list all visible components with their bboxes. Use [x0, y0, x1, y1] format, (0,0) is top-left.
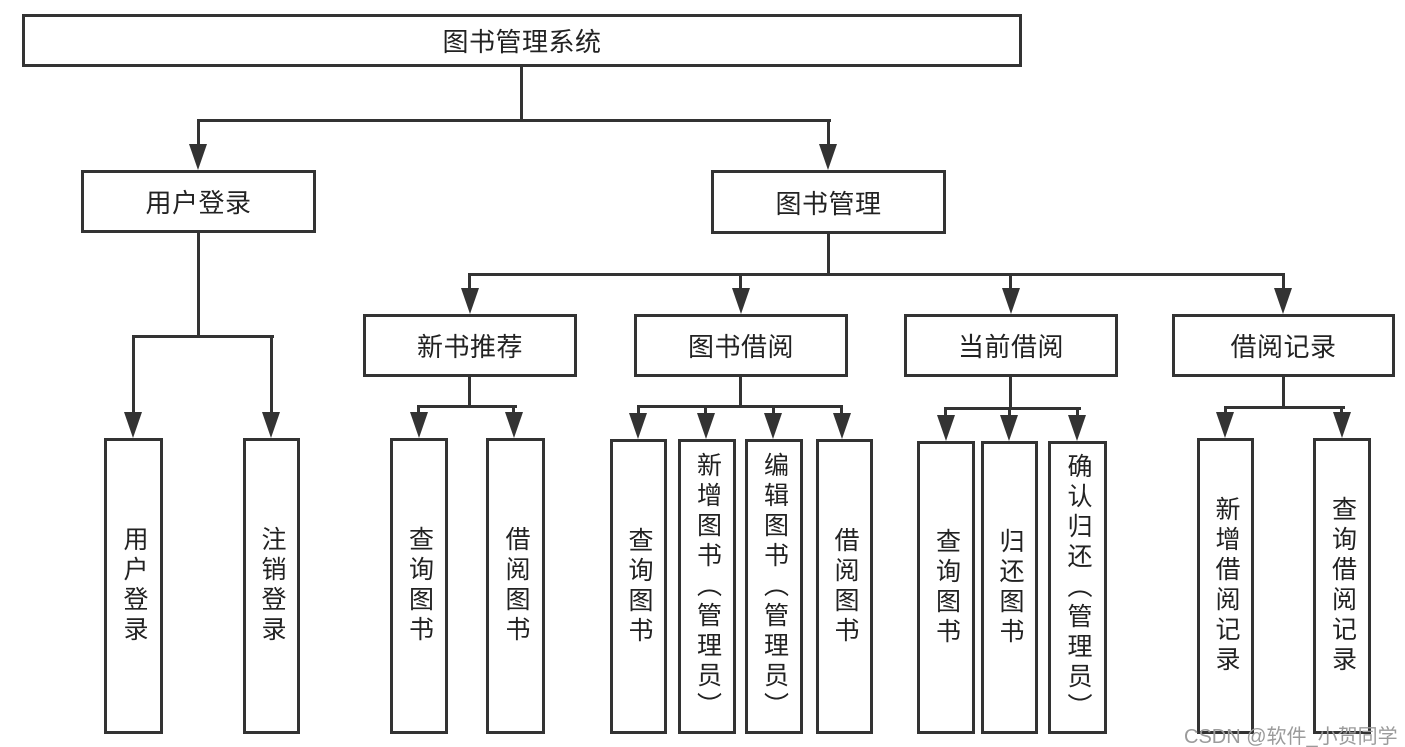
- arrowhead-down-icon: [1333, 412, 1351, 438]
- connector-line: [944, 407, 947, 417]
- leaf-user-login: 用户登录: [104, 438, 163, 734]
- connector-line: [1282, 273, 1285, 290]
- connector-line: [132, 335, 274, 338]
- connector-line: [468, 273, 1285, 276]
- connector-line: [468, 377, 471, 406]
- leaf-add-borrow-record: 新增借阅记录: [1197, 438, 1254, 734]
- connector-line: [1224, 406, 1227, 414]
- connector-line: [417, 405, 517, 408]
- connector-line: [827, 234, 830, 274]
- connector-line: [944, 407, 1081, 410]
- node-label: 借阅图书: [502, 526, 530, 646]
- node-label: 归还图书: [996, 527, 1024, 648]
- arrowhead-down-icon: [461, 288, 479, 314]
- arrowhead-down-icon: [629, 413, 647, 439]
- node-label: 查询图书: [405, 526, 434, 646]
- arrowhead-down-icon: [1068, 415, 1086, 441]
- node-label: 用户登录: [120, 526, 148, 646]
- node-user-login: 用户登录: [81, 170, 316, 233]
- arrowhead-down-icon: [1000, 415, 1018, 441]
- node-new-book-recommend: 新书推荐: [363, 314, 577, 377]
- arrowhead-down-icon: [1216, 412, 1234, 438]
- connector-line: [840, 405, 843, 414]
- leaf-logout: 注销登录: [243, 438, 300, 734]
- node-label: 新增借阅记录: [1212, 496, 1240, 676]
- node-label: 确认归还（管理员）: [1064, 452, 1092, 723]
- leaf-borrow-books-recommend: 借阅图书: [486, 438, 545, 734]
- connector-line: [417, 405, 420, 414]
- connector-line: [1224, 406, 1345, 409]
- arrowhead-down-icon: [189, 144, 207, 170]
- connector-line: [512, 405, 515, 414]
- arrowhead-down-icon: [819, 144, 837, 170]
- connector-line: [197, 119, 200, 146]
- watermark: CSDN @软件_小贺同学: [1184, 726, 1398, 747]
- leaf-confirm-return-admin: 确认归还（管理员）: [1048, 441, 1107, 734]
- connector-line: [704, 405, 707, 414]
- arrowhead-down-icon: [1002, 288, 1020, 314]
- arrowhead-down-icon: [697, 413, 715, 439]
- connector-line: [1009, 273, 1012, 290]
- arrowhead-down-icon: [1274, 288, 1292, 314]
- connector-line: [1282, 377, 1285, 408]
- leaf-query-books-recommend: 查询图书: [390, 438, 448, 734]
- leaf-return-book: 归还图书: [981, 441, 1038, 734]
- connector-line: [1008, 407, 1011, 417]
- leaf-query-books-borrowing: 查询图书: [610, 439, 667, 734]
- node-label: 查询借阅记录: [1328, 496, 1357, 676]
- connector-line: [270, 335, 273, 413]
- node-borrowing-records: 借阅记录: [1172, 314, 1395, 377]
- connector-line: [772, 405, 775, 414]
- leaf-add-book-admin: 新增图书（管理员）: [678, 439, 736, 734]
- node-label: 查询图书: [625, 526, 653, 647]
- connector-line: [468, 273, 471, 290]
- connector-line: [637, 405, 843, 408]
- arrowhead-down-icon: [764, 413, 782, 439]
- connector-line: [637, 405, 640, 414]
- arrowhead-down-icon: [833, 413, 851, 439]
- node-label: 新增图书（管理员）: [693, 451, 722, 722]
- arrowhead-down-icon: [937, 415, 955, 441]
- connector-line: [132, 335, 135, 413]
- node-book-management: 图书管理: [711, 170, 946, 234]
- node-book-borrowing: 图书借阅: [634, 314, 848, 377]
- leaf-edit-book-admin: 编辑图书（管理员）: [745, 439, 803, 734]
- connector-line: [739, 273, 742, 290]
- node-label: 借阅图书: [831, 526, 859, 647]
- node-label: 注销登录: [258, 526, 286, 646]
- connector-line: [197, 233, 200, 336]
- connector-line: [197, 119, 831, 122]
- connector-line: [827, 119, 830, 146]
- arrowhead-down-icon: [732, 288, 750, 314]
- connector-line: [1340, 406, 1343, 414]
- connector-line: [1076, 407, 1079, 417]
- connector-line: [1009, 377, 1012, 409]
- arrowhead-down-icon: [262, 412, 280, 438]
- arrowhead-down-icon: [410, 412, 428, 438]
- node-label: 查询图书: [932, 527, 961, 648]
- connector-line: [739, 377, 742, 407]
- leaf-borrow-books: 借阅图书: [816, 439, 873, 734]
- node-label: 编辑图书（管理员）: [760, 451, 789, 722]
- node-library-system: 图书管理系统: [22, 14, 1022, 67]
- leaf-query-books-current: 查询图书: [917, 441, 975, 734]
- connector-line: [520, 67, 523, 120]
- arrowhead-down-icon: [505, 412, 523, 438]
- leaf-query-borrow-record: 查询借阅记录: [1313, 438, 1371, 734]
- arrowhead-down-icon: [124, 412, 142, 438]
- node-current-borrowing: 当前借阅: [904, 314, 1118, 377]
